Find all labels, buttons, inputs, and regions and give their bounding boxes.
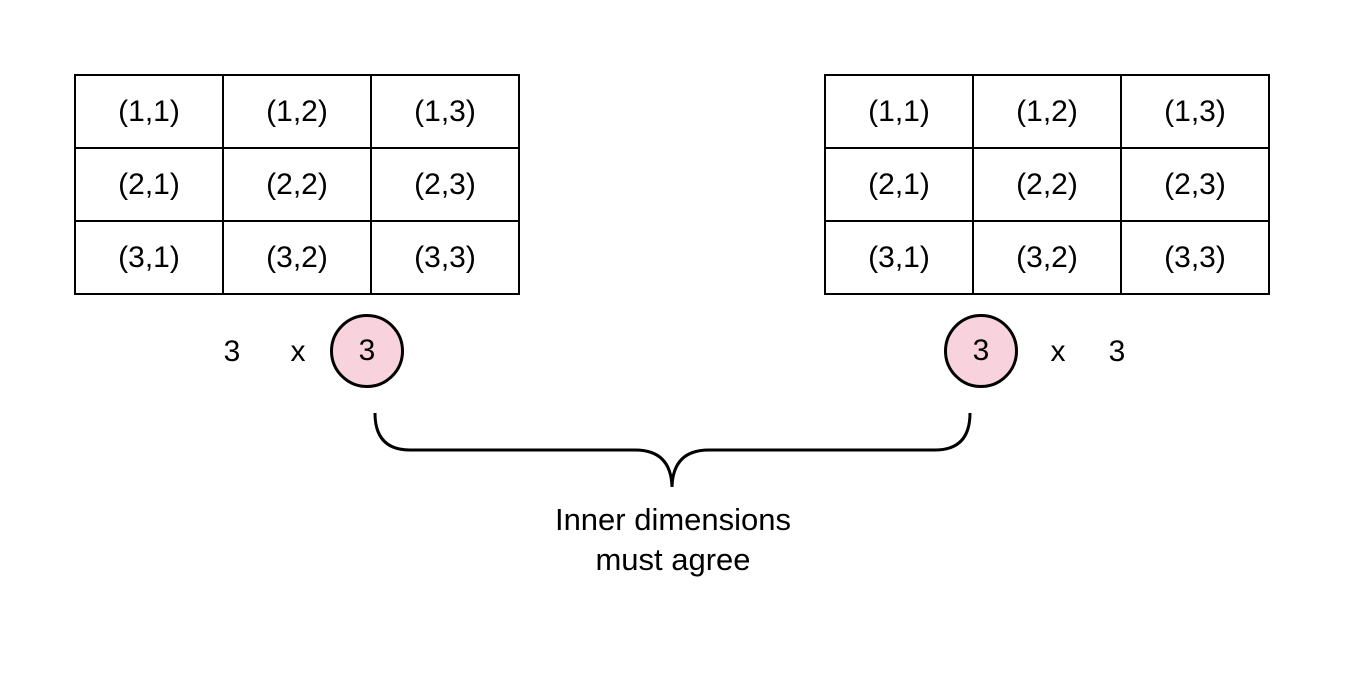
- matrix-a-cols-label: 3: [358, 334, 376, 367]
- matrix-cell: (1,2): [222, 74, 372, 149]
- matrix-a-times-sign: x: [290, 335, 306, 368]
- caption: Inner dimensions must agree: [473, 500, 873, 580]
- matrix-b-rows-label: 3: [972, 334, 990, 367]
- matrix-b: (1,1) (1,2) (1,3) (2,1) (2,2) (2,3) (3,1…: [824, 74, 1270, 295]
- matrix-cell: (1,2): [972, 74, 1122, 149]
- matrix-cell: (3,2): [972, 220, 1122, 295]
- matrix-cell: (2,2): [972, 147, 1122, 222]
- matrix-a-rows-label: 3: [223, 335, 241, 368]
- matrix-cell: (2,3): [370, 147, 520, 222]
- matrix-row: (1,1) (1,2) (1,3): [74, 74, 520, 149]
- matrix-row: (2,1) (2,2) (2,3): [824, 147, 1270, 222]
- brace-path: [373, 412, 972, 488]
- matrix-cell: (3,1): [74, 220, 224, 295]
- matrix-cell: (2,1): [74, 147, 224, 222]
- matrix-cell: (1,1): [824, 74, 974, 149]
- matrix-cell: (1,1): [74, 74, 224, 149]
- matrix-cell: (1,3): [1120, 74, 1270, 149]
- matrix-row: (3,1) (3,2) (3,3): [824, 220, 1270, 295]
- matrix-b-cols-label: 3: [1108, 335, 1126, 368]
- matrix-a-inner-dimension: 3: [330, 314, 404, 388]
- caption-line-2: must agree: [595, 542, 751, 577]
- caption-line-1: Inner dimensions: [554, 502, 792, 537]
- matrix-cell: (1,3): [370, 74, 520, 149]
- matrix-cell: (3,3): [370, 220, 520, 295]
- matrix-cell: (3,3): [1120, 220, 1270, 295]
- matrix-b-inner-dimension: 3: [944, 314, 1018, 388]
- matrix-a: (1,1) (1,2) (1,3) (2,1) (2,2) (2,3) (3,1…: [74, 74, 520, 295]
- matrix-cell: (3,1): [824, 220, 974, 295]
- matrix-cell: (2,1): [824, 147, 974, 222]
- matrix-b-times-sign: x: [1050, 335, 1066, 368]
- matrix-row: (1,1) (1,2) (1,3): [824, 74, 1270, 149]
- matrix-row: (3,1) (3,2) (3,3): [74, 220, 520, 295]
- matrix-cell: (3,2): [222, 220, 372, 295]
- matrix-row: (2,1) (2,2) (2,3): [74, 147, 520, 222]
- matrix-cell: (2,2): [222, 147, 372, 222]
- matrix-cell: (2,3): [1120, 147, 1270, 222]
